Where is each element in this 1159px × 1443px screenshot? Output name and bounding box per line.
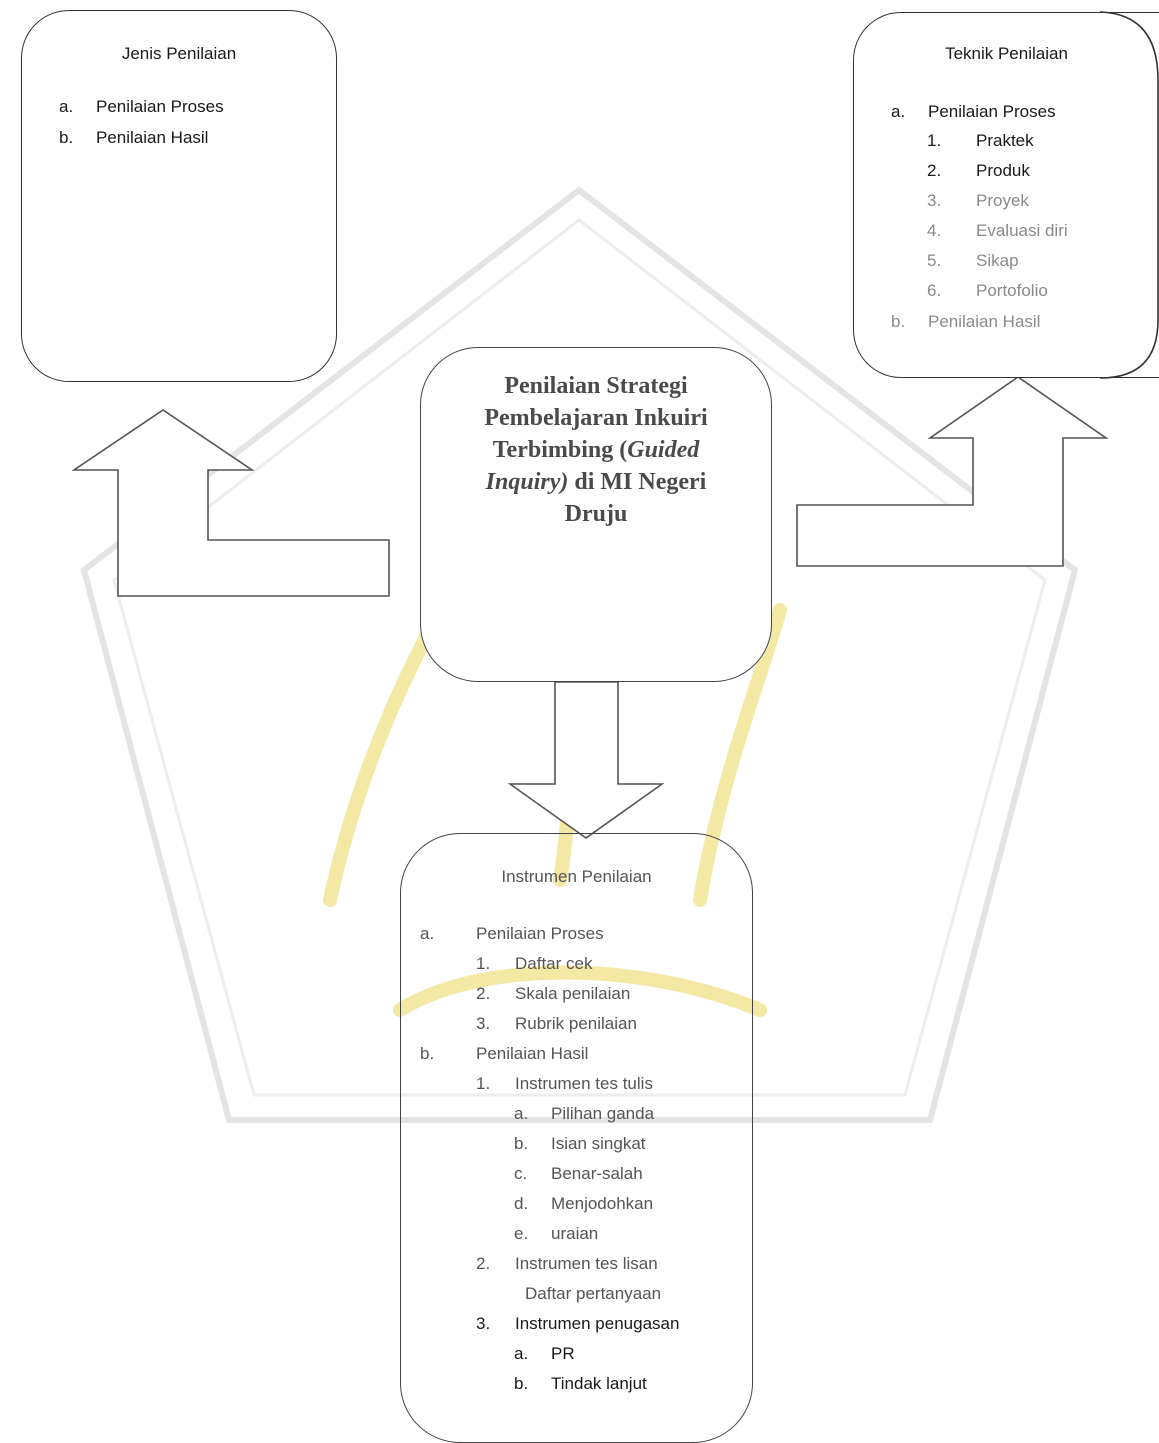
tulis-item-b-text: Isian singkat	[551, 1134, 646, 1153]
instrumen-a-item-3-text: Rubrik penilaian	[515, 1014, 637, 1033]
instrumen-penilaian-box: Instrumen Penilaian a. Penilaian Proses …	[400, 833, 753, 1443]
teknik-penilaian-box: Teknik Penilaian a. Penilaian Proses 1. …	[853, 12, 1159, 378]
instrumen-penilaian-title: Instrumen Penilaian	[501, 867, 652, 886]
teknik-item-a-text: Penilaian Proses	[928, 102, 1056, 121]
instrumen-item-a-text: Penilaian Proses	[476, 924, 604, 943]
instrumen-item-b-text: Penilaian Hasil	[476, 1044, 589, 1063]
tugas-item-b: b. Tindak lanjut	[514, 1373, 647, 1395]
arrow-left-up	[71, 409, 390, 597]
tugas-item-b-marker: b.	[514, 1374, 529, 1393]
center-title-box: Penilaian Strategi Pembelajaran Inkuiri …	[420, 347, 772, 682]
teknik-item-b-text: Penilaian Hasil	[928, 312, 1041, 331]
arrow-down	[507, 681, 665, 839]
teknik-sub-3: 3. Proyek	[927, 190, 1029, 212]
tugas-item-b-text: Tindak lanjut	[551, 1374, 647, 1393]
tulis-item-a-marker: a.	[514, 1104, 529, 1123]
tugas-item-a: a. PR	[514, 1343, 575, 1365]
instrumen-penugasan-text: Instrumen penugasan	[515, 1314, 680, 1333]
teknik-sub-4-marker: 4.	[927, 221, 942, 240]
teknik-sub-6: 6. Portofolio	[927, 280, 1048, 302]
instrumen-a-item-2-text: Skala penilaian	[515, 984, 631, 1003]
teknik-sub-3-text: Proyek	[976, 191, 1029, 210]
arrow-right-up	[796, 376, 1109, 567]
jenis-penilaian-box: Jenis Penilaian a. Penilaian Proses b. P…	[21, 10, 337, 382]
tulis-item-a-text: Pilihan ganda	[551, 1104, 655, 1123]
instrumen-penugasan: 3. Instrumen penugasan	[476, 1313, 679, 1335]
instrumen-tes-lisan-text: Instrumen tes lisan	[515, 1254, 658, 1273]
teknik-sub-1-text: Praktek	[976, 131, 1034, 150]
teknik-sub-4-text: Evaluasi diri	[976, 221, 1068, 240]
instrumen-penugasan-marker: 3.	[476, 1314, 491, 1333]
jenis-item-a: a. Penilaian Proses	[59, 96, 224, 118]
teknik-item-b: b. Penilaian Hasil	[891, 311, 1040, 333]
teknik-penilaian-title: Teknik Penilaian	[945, 44, 1068, 63]
tulis-item-b-marker: b.	[514, 1134, 529, 1153]
tugas-item-a-text: PR	[551, 1344, 575, 1363]
instrumen-a-item-2: 2. Skala penilaian	[476, 983, 630, 1005]
teknik-sub-4: 4. Evaluasi diri	[927, 220, 1068, 242]
jenis-penilaian-title: Jenis Penilaian	[121, 44, 237, 63]
center-title-line-2: Pembelajaran Inkuiri	[484, 405, 708, 431]
jenis-item-b-marker: b.	[59, 128, 74, 147]
teknik-sub-5-text: Sikap	[976, 251, 1019, 270]
tulis-item-d: d. Menjodohkan	[514, 1193, 653, 1215]
tulis-item-e: e. uraian	[514, 1223, 598, 1245]
teknik-sub-2-marker: 2.	[927, 161, 942, 180]
instrumen-a-item-3-marker: 3.	[476, 1014, 491, 1033]
teknik-sub-6-marker: 6.	[927, 281, 942, 300]
teknik-item-a-marker: a.	[891, 102, 906, 121]
teknik-sub-1: 1. Praktek	[927, 130, 1034, 152]
instrumen-tes-lisan: 2. Instrumen tes lisan	[476, 1253, 658, 1275]
center-title-line-4: Inquiry) di MI Negeri	[421, 466, 771, 498]
center-title-line-4b: di MI Negeri	[568, 469, 707, 495]
jenis-item-b: b. Penilaian Hasil	[59, 127, 208, 149]
tulis-item-c: c. Benar-salah	[514, 1163, 643, 1185]
instrumen-a-item-1-text: Daftar cek	[515, 954, 593, 973]
teknik-item-b-marker: b.	[891, 312, 906, 331]
instrumen-a-item-3: 3. Rubrik penilaian	[476, 1013, 637, 1035]
teknik-item-a: a. Penilaian Proses	[891, 101, 1056, 123]
center-title-line-4a: Inquiry)	[485, 469, 569, 495]
teknik-sub-5: 5. Sikap	[927, 250, 1019, 272]
instrumen-item-a: a. Penilaian Proses	[420, 923, 604, 945]
center-title-line-3a: Terbimbing (	[492, 437, 628, 463]
center-title-line-3b: Guided	[627, 437, 700, 463]
center-title: Penilaian Strategi Pembelajaran Inkuiri …	[421, 370, 771, 530]
tulis-item-d-text: Menjodohkan	[551, 1194, 654, 1213]
tulis-item-c-text: Benar-salah	[551, 1164, 643, 1183]
center-title-line-3: Terbimbing (Guided	[421, 434, 771, 466]
instrumen-item-b: b. Penilaian Hasil	[420, 1043, 588, 1065]
teknik-sub-3-marker: 3.	[927, 191, 942, 210]
tulis-item-e-marker: e.	[514, 1224, 529, 1243]
instrumen-tes-tulis: 1. Instrumen tes tulis	[476, 1073, 653, 1095]
jenis-item-a-text: Penilaian Proses	[96, 97, 224, 116]
center-title-line-5: Druju	[564, 501, 628, 527]
instrumen-a-item-1-marker: 1.	[476, 954, 491, 973]
teknik-sub-2: 2. Produk	[927, 160, 1030, 182]
instrumen-a-item-2-marker: 2.	[476, 984, 491, 1003]
teknik-sub-1-marker: 1.	[927, 131, 942, 150]
instrumen-item-a-marker: a.	[420, 924, 435, 943]
jenis-item-a-marker: a.	[59, 97, 74, 116]
lisan-sub-text: Daftar pertanyaan	[525, 1284, 662, 1303]
teknik-sub-5-marker: 5.	[927, 251, 942, 270]
instrumen-item-b-marker: b.	[420, 1044, 435, 1063]
instrumen-a-item-1: 1. Daftar cek	[476, 953, 592, 975]
instrumen-tes-tulis-marker: 1.	[476, 1074, 491, 1093]
instrumen-tes-lisan-marker: 2.	[476, 1254, 491, 1273]
tulis-item-c-marker: c.	[514, 1164, 528, 1183]
tulis-item-e-text: uraian	[551, 1224, 599, 1243]
tulis-item-b: b. Isian singkat	[514, 1133, 646, 1155]
teknik-sub-2-text: Produk	[976, 161, 1030, 180]
center-title-line-1: Penilaian Strategi	[504, 373, 688, 399]
teknik-sub-6-text: Portofolio	[976, 281, 1048, 300]
tulis-item-d-marker: d.	[514, 1194, 529, 1213]
jenis-item-b-text: Penilaian Hasil	[96, 128, 209, 147]
tulis-item-a: a. Pilihan ganda	[514, 1103, 654, 1125]
instrumen-tes-tulis-text: Instrumen tes tulis	[515, 1074, 653, 1093]
tugas-item-a-marker: a.	[514, 1344, 529, 1363]
